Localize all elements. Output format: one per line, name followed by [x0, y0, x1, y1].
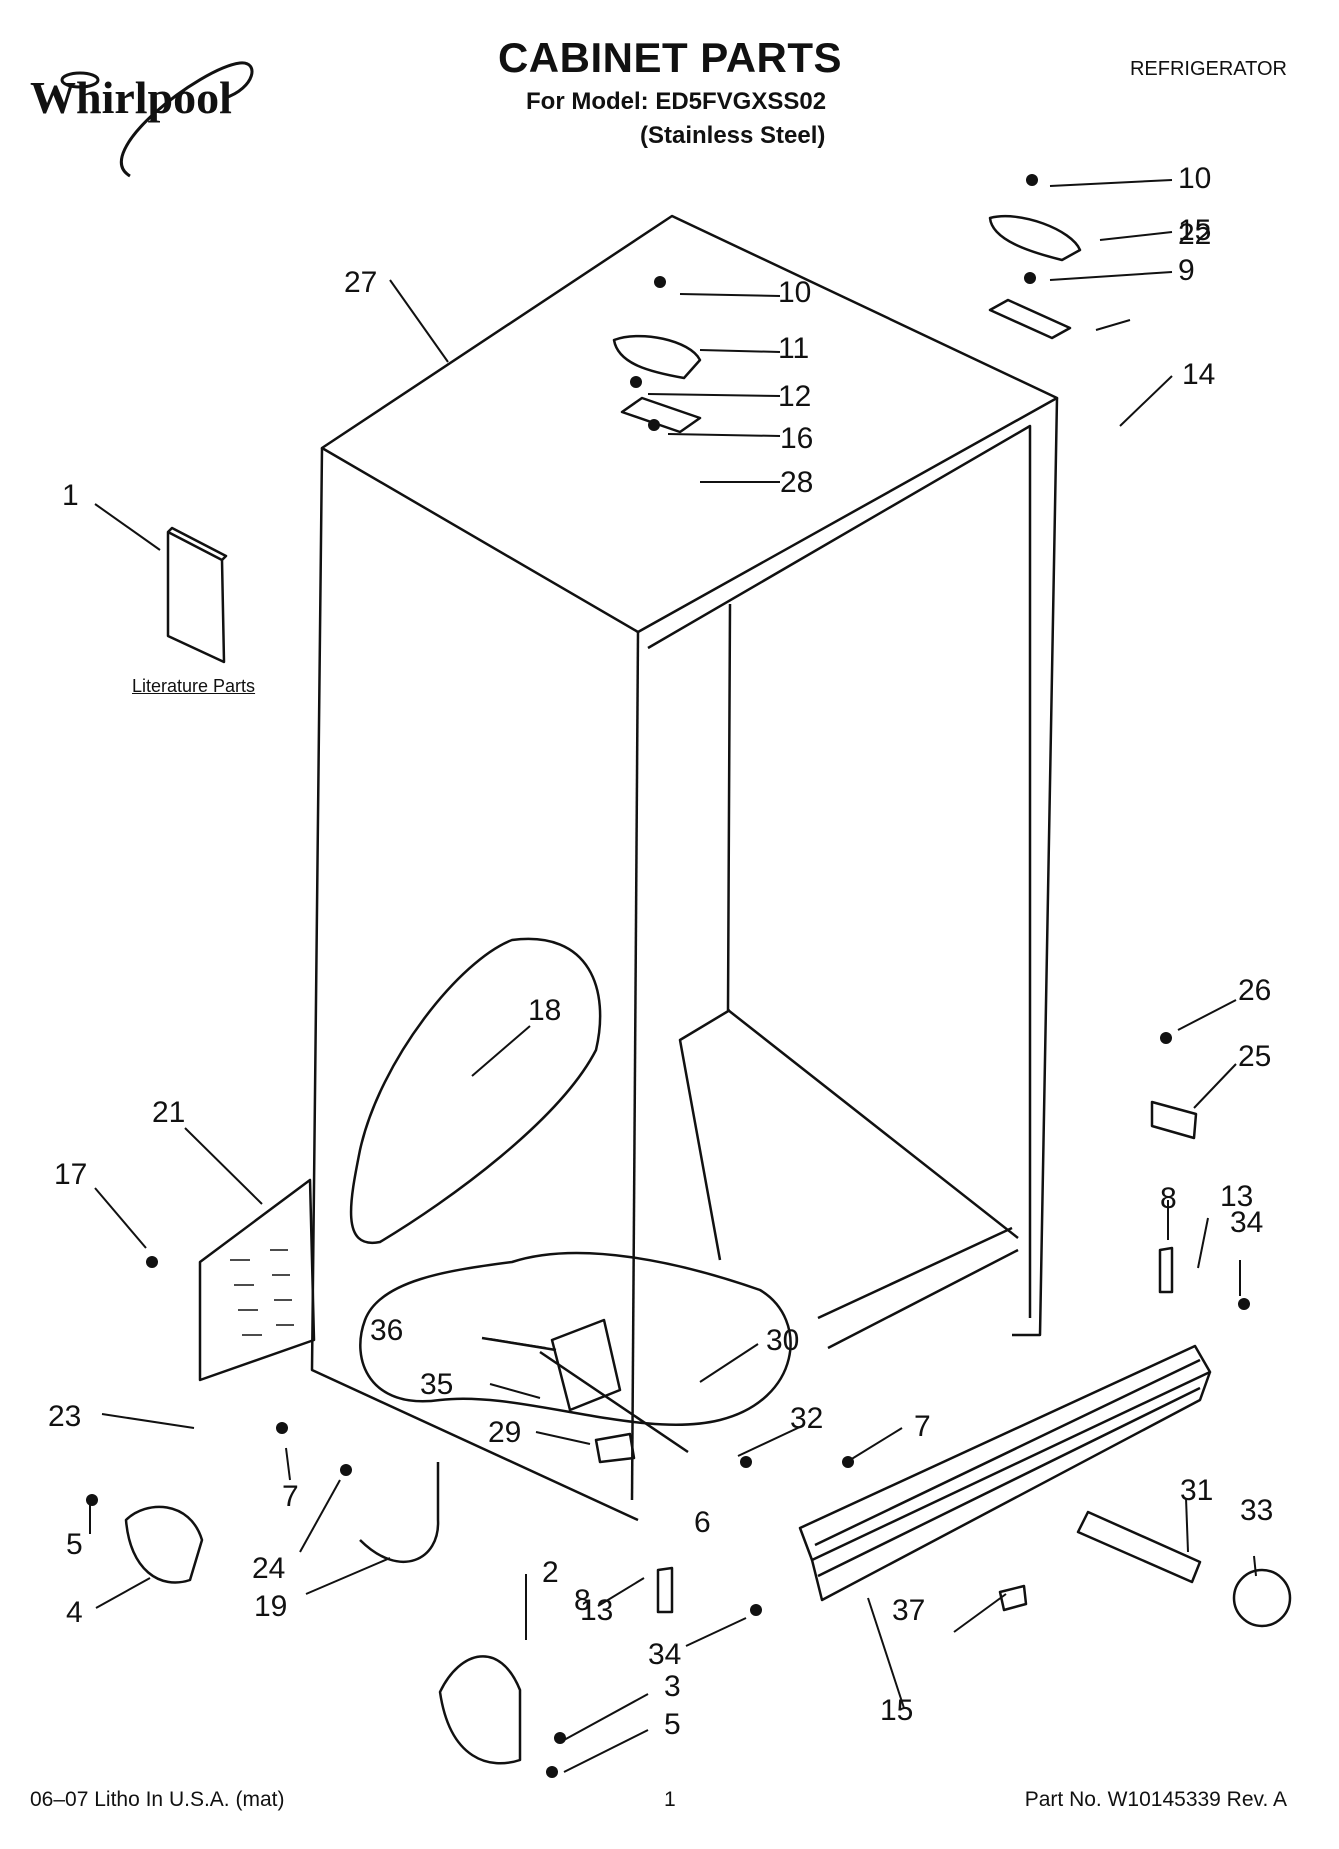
screw-icon — [1160, 1032, 1172, 1044]
callout-number: 24 — [252, 1552, 285, 1585]
lower-hinge-assembly — [438, 1655, 522, 1765]
brand-wordmark: Whirlpool — [30, 72, 232, 123]
callout-number: 10 — [778, 276, 811, 309]
callout-number: 33 — [1240, 1494, 1273, 1527]
callout-number: 19 — [254, 1590, 287, 1623]
callout-number: 15 — [880, 1694, 913, 1727]
screw-icon — [1024, 272, 1036, 284]
screw-icon — [276, 1422, 288, 1434]
callout-number: 3 — [664, 1670, 681, 1703]
screw-icon — [546, 1766, 558, 1778]
whirlpool-logo: Whirlpool — [30, 61, 254, 178]
screw-icon — [1238, 1298, 1250, 1310]
wheel-bracket-right — [1150, 1100, 1198, 1140]
callout-number: 2 — [542, 1556, 559, 1589]
callout-number: 7 — [914, 1410, 931, 1443]
callout-number: 37 — [892, 1594, 925, 1627]
callout-number: 4 — [66, 1596, 83, 1629]
callout-number: 5 — [664, 1708, 681, 1741]
hinge-cover-right — [988, 214, 1082, 262]
callout-number: 6 — [694, 1506, 711, 1539]
callout-number: 7 — [282, 1480, 299, 1513]
callout-number: 32 — [790, 1402, 823, 1435]
water-valve — [550, 1318, 622, 1412]
screw-icon — [554, 1732, 566, 1744]
callout-number: 25 — [1238, 1040, 1271, 1073]
model-line: For Model: ED5FVGXSS02 — [526, 88, 827, 115]
callout-number: 21 — [152, 1096, 185, 1129]
literature-parts-link[interactable]: Literature Parts — [132, 676, 256, 696]
cutaway-lower — [359, 1251, 792, 1427]
callout-number: 15 — [1178, 214, 1211, 247]
page-title: CABINET PARTS — [497, 34, 843, 81]
clip-29 — [594, 1432, 636, 1464]
callout-number: 34 — [1230, 1206, 1263, 1239]
finish-line: (Stainless Steel) — [640, 122, 826, 149]
screw-icon — [1026, 174, 1038, 186]
rod-35 — [539, 1350, 689, 1454]
callout-number: 10 — [1178, 162, 1211, 195]
screw-icon — [630, 376, 642, 388]
callout-number: 35 — [420, 1368, 453, 1401]
callout-number: 27 — [344, 266, 377, 299]
callout-number: 5 — [66, 1528, 83, 1561]
callout-number: 8 — [1160, 1182, 1177, 1215]
callout-number: 36 — [370, 1314, 403, 1347]
footer-page-number: 1 — [664, 1788, 676, 1811]
screw-icon — [750, 1604, 762, 1616]
water-tube — [359, 1462, 440, 1563]
roller-assembly — [124, 1505, 204, 1584]
hinge-upper-left — [620, 396, 702, 434]
callout-number: 22 — [1178, 218, 1211, 251]
rear-panel — [198, 1178, 316, 1382]
hinge-cover-left — [612, 334, 702, 380]
leveling-bracket — [656, 1246, 1174, 1614]
callout-number: 31 — [1180, 1474, 1213, 1507]
callout-number: 1 — [62, 479, 79, 512]
callout-number: 13 — [1220, 1180, 1253, 1213]
callout-number: 28 — [780, 466, 813, 499]
callout-number: 18 — [528, 994, 561, 1027]
callout-number: 23 — [48, 1400, 81, 1433]
callout-labels: 1234556778891010111213131415151617181921… — [48, 162, 1273, 1741]
callout-number: 9 — [1178, 254, 1195, 287]
callout-number: 16 — [780, 422, 813, 455]
callout-number: 17 — [54, 1158, 87, 1191]
callout-number: 13 — [580, 1594, 613, 1627]
clip-37 — [998, 1584, 1028, 1612]
callout-number: 30 — [766, 1324, 799, 1357]
screw-icon — [340, 1464, 352, 1476]
callout-number: 11 — [778, 332, 809, 365]
callout-number: 14 — [1182, 358, 1215, 391]
callout-number: 26 — [1238, 974, 1271, 1007]
screw-icon — [740, 1456, 752, 1468]
water-filter — [1076, 1510, 1202, 1584]
hinge-upper-right — [988, 298, 1072, 340]
screw-icon — [654, 276, 666, 288]
literature-booklet — [166, 526, 228, 664]
callout-number: 8 — [574, 1584, 591, 1617]
cabinet-shell — [310, 214, 1059, 1522]
cutaway-upper — [349, 937, 602, 1245]
footer-part-number: Part No. W10145339 Rev. A — [1024, 1788, 1287, 1811]
screw-icon — [146, 1256, 158, 1268]
category-label: REFRIGERATOR — [1129, 58, 1287, 80]
callout-number: 34 — [648, 1638, 681, 1671]
callout-number: 29 — [488, 1416, 521, 1449]
screw-icon — [86, 1494, 98, 1506]
footer-print-info: 06–07 Litho In U.S.A. (mat) — [30, 1788, 285, 1811]
callout-number: 12 — [778, 380, 811, 413]
screw-icon — [648, 419, 660, 431]
